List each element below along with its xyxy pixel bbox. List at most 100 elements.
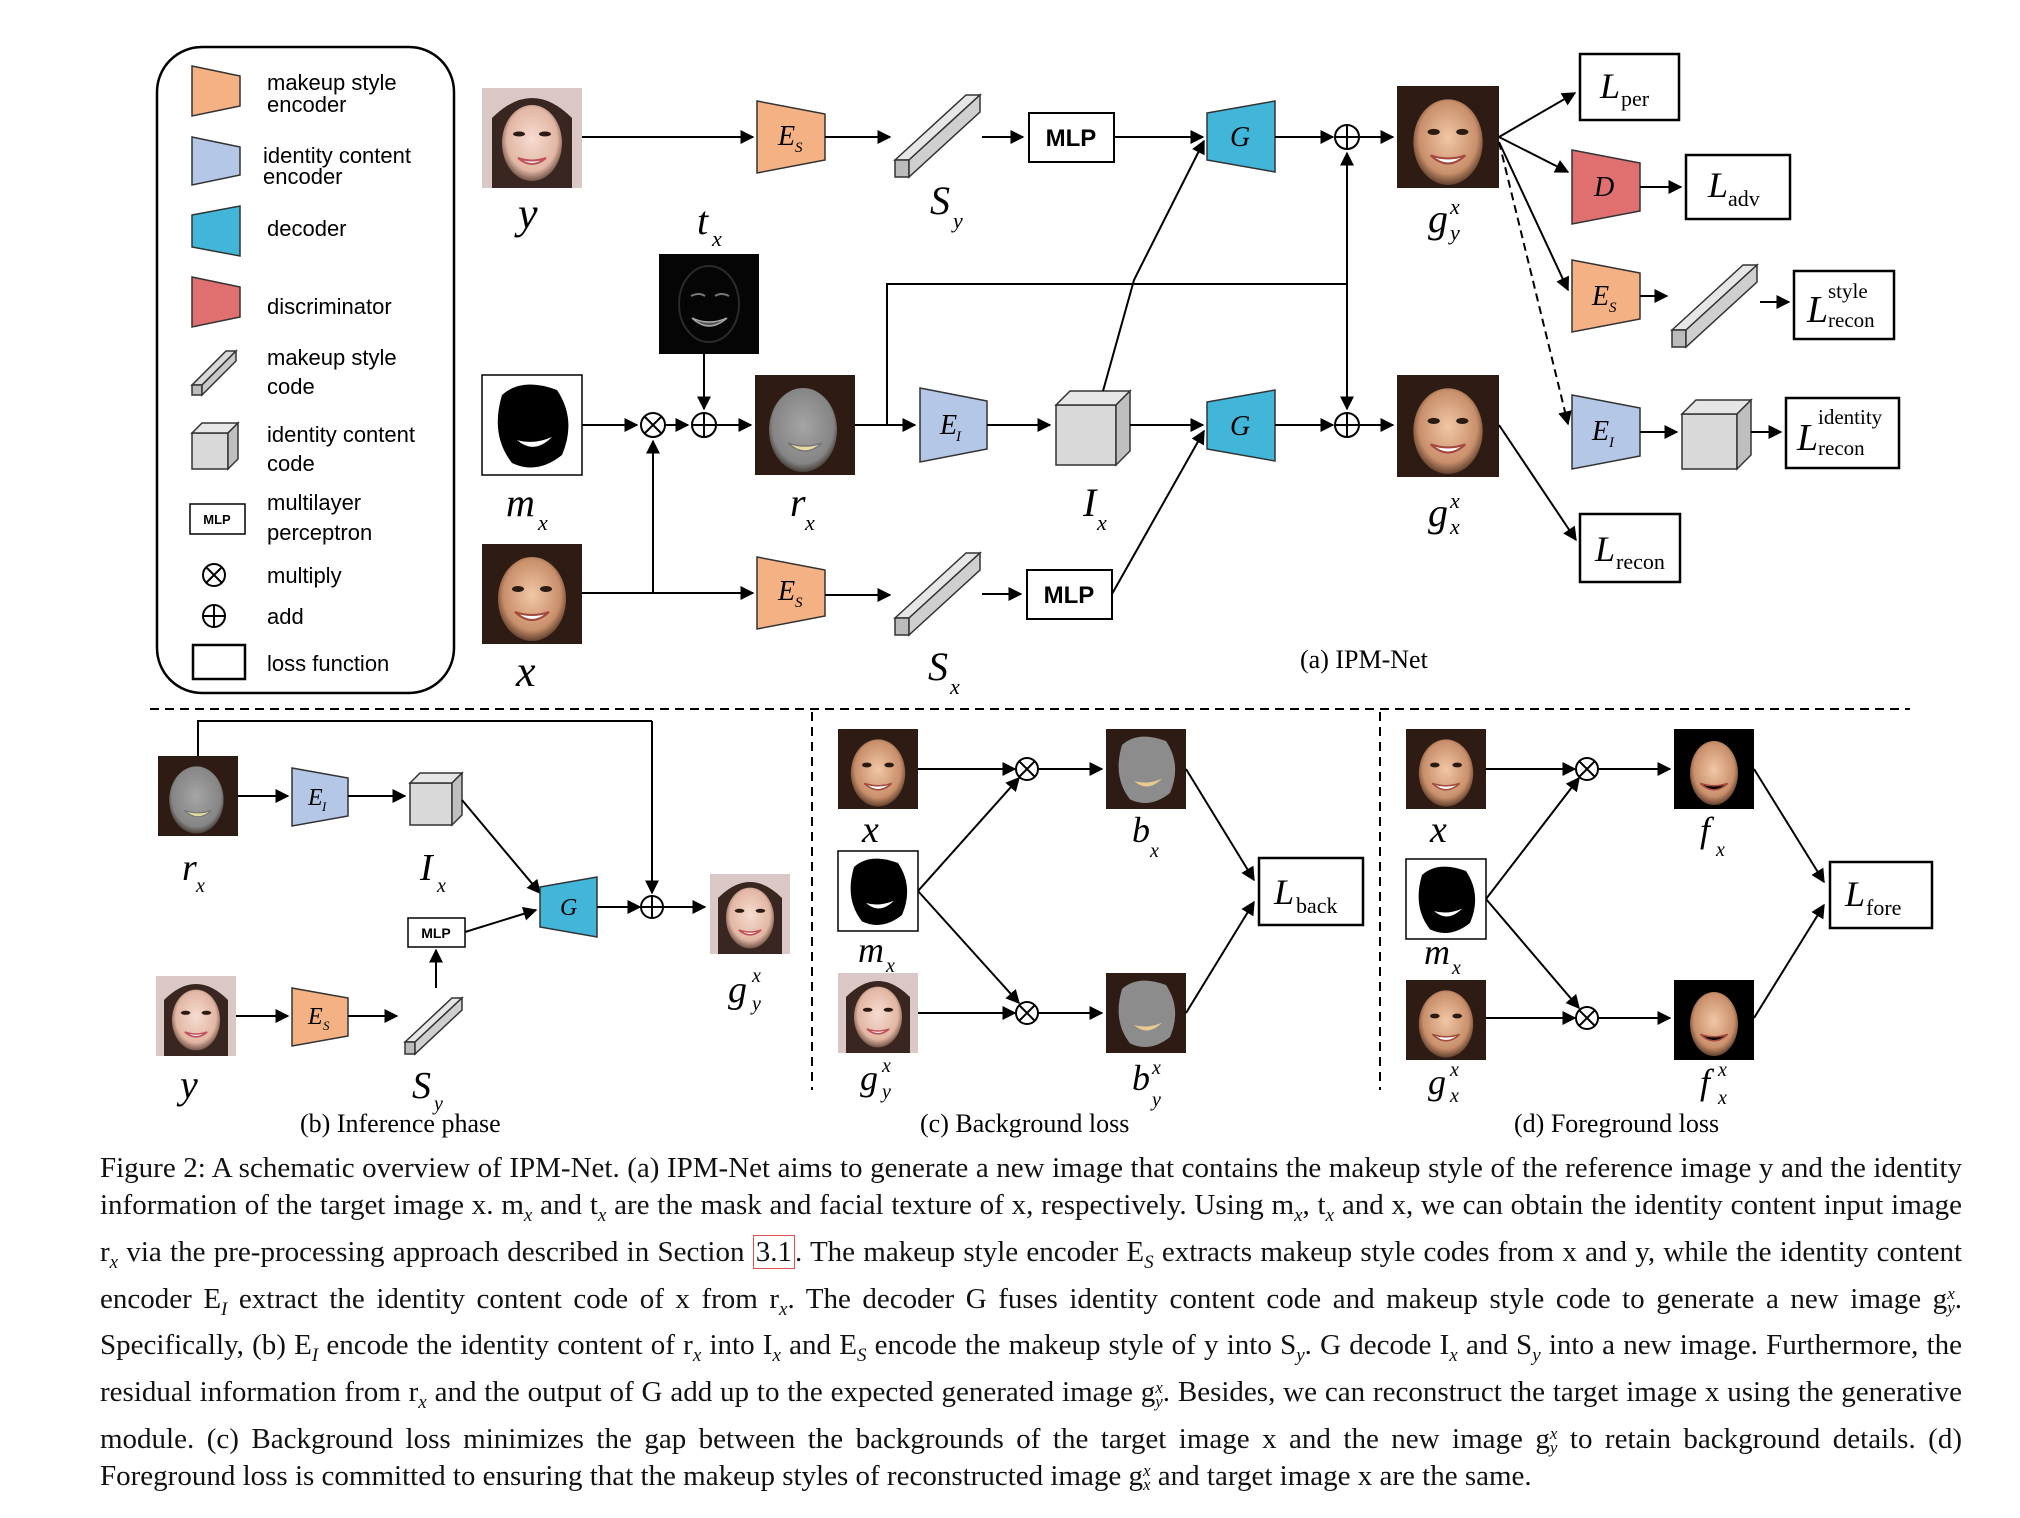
caption-text: to retain background details. (d) Foregr…	[100, 1422, 1962, 1492]
label-mx-sub: x	[885, 955, 895, 977]
loss-l: L	[1594, 529, 1615, 569]
add-icon	[202, 604, 226, 628]
multiply-node	[1575, 1006, 1599, 1030]
legend-label: identity content	[267, 422, 415, 447]
loss-adv-sub: adv	[1728, 186, 1760, 211]
es-label: E	[307, 1004, 323, 1030]
caption-text: . Specifically, (b) E	[100, 1282, 1962, 1362]
subfig-title-d: (d) Foreground loss	[1514, 1109, 1719, 1138]
label-sx: S	[928, 644, 948, 689]
caption-superscript: x	[1142, 1461, 1151, 1481]
mlp-block-bottom	[1026, 569, 1113, 620]
label-gyx-sub: y	[750, 993, 761, 1015]
loss-function-icon	[191, 643, 247, 681]
label-rx: r	[790, 480, 806, 525]
multiply-node	[1575, 757, 1599, 781]
es-label: E	[777, 576, 795, 607]
style-encoder-block	[756, 100, 826, 174]
label-gyx-sup: x	[751, 965, 761, 987]
es-sub: S	[795, 595, 803, 611]
caption-subscript: S	[1144, 1251, 1154, 1273]
image-gxx	[1397, 375, 1499, 477]
caption-text: and target image x are the same.	[1150, 1459, 1532, 1492]
caption-subscript: x	[1294, 1204, 1303, 1226]
es-sub: S	[1609, 300, 1617, 316]
loss-l: L	[1599, 66, 1620, 106]
image-rx	[755, 375, 855, 475]
label-tx-sub: x	[711, 226, 722, 251]
ei-sub: I	[955, 429, 962, 445]
identity-code-ix	[1054, 389, 1132, 467]
loss-recon-sub: recon	[1616, 549, 1665, 574]
label-x: x	[515, 647, 536, 696]
label-gxx: g	[1428, 490, 1448, 535]
add-node-mid	[1334, 412, 1360, 438]
label-fxx-sup: x	[1717, 1059, 1727, 1081]
caption-text: . Besides, we can reconstruct the target…	[100, 1376, 1962, 1455]
caption-text: , t	[1302, 1189, 1326, 1221]
caption-text: extracts makeup style codes from x and y…	[100, 1235, 1962, 1315]
caption-subscript: y	[1532, 1345, 1541, 1367]
label-gxx-sup: x	[1449, 1059, 1459, 1081]
caption-superscript: x	[1155, 1377, 1163, 1397]
mlp-label: MLP	[1046, 125, 1097, 152]
legend-label: makeup style	[267, 70, 397, 95]
section-reference-link[interactable]: 3.1	[752, 1234, 795, 1269]
image-mx	[1406, 859, 1486, 939]
label-mx: m	[858, 930, 884, 970]
caption-text: encode the identity content of r	[318, 1329, 693, 1362]
ei-label: E	[939, 410, 957, 441]
caption-subscript: x	[1142, 1475, 1151, 1495]
decoder-block-mid	[1206, 389, 1276, 462]
add-node-rx	[691, 412, 717, 438]
es-label: E	[1591, 281, 1609, 312]
label-tx: t	[697, 198, 709, 243]
caption-subscript: x	[523, 1204, 533, 1226]
image-y	[482, 88, 582, 188]
label-byx-sub: y	[1150, 1089, 1161, 1111]
loss-recon	[1578, 512, 1682, 584]
subfigure-d: x m x g x x f x f x x L fore (d) Foregro…	[1405, 729, 1934, 1138]
caption-text: and S	[1457, 1329, 1533, 1362]
image-gyx	[838, 973, 918, 1053]
subfig-title-c: (c) Background loss	[920, 1109, 1129, 1138]
loss-style-sup: style	[1828, 279, 1868, 303]
style-code-sy	[403, 996, 464, 1056]
style-code-icon	[190, 349, 238, 397]
identity-code-icon	[190, 421, 240, 471]
subfigure-c: x m x g x y b x b x y L back (c) Backgro…	[837, 729, 1365, 1138]
loss-adv	[1684, 153, 1792, 221]
mlp-label: MLP	[421, 925, 451, 941]
caption-text: encode the makeup style of y into S	[866, 1329, 1297, 1362]
image-gyx	[1397, 86, 1499, 188]
caption-subscript: x	[692, 1345, 702, 1367]
legend-label: encoder	[263, 164, 343, 189]
image-mx	[482, 375, 582, 475]
caption-subscript: x	[418, 1391, 427, 1413]
loss-l: L	[1844, 874, 1865, 914]
caption-text: extract the identity content code of x f…	[227, 1282, 780, 1315]
caption-text: and E	[780, 1329, 857, 1362]
caption-subscript: y	[1296, 1345, 1305, 1367]
g-label: G	[1230, 411, 1250, 442]
loss-recon-sub: recon	[1828, 308, 1875, 332]
label-y: y	[514, 189, 538, 238]
loss-fore	[1828, 860, 1934, 930]
label-gxx-sup: x	[1449, 488, 1460, 513]
image-tx	[659, 254, 759, 354]
multiply-node	[1015, 1001, 1039, 1025]
ei-sub: I	[321, 799, 327, 814]
caption-text: Figure 2: A schematic overview of IPM-Ne…	[100, 1152, 1962, 1221]
label-gyx: g	[1428, 196, 1448, 241]
label-gyx-sup: x	[881, 1055, 891, 1077]
label-gyx: g	[860, 1058, 878, 1098]
decoder-block	[539, 876, 598, 938]
image-x	[838, 729, 918, 809]
caption-text: and the output of G add up to the expect…	[426, 1376, 1156, 1409]
label-byx-sup: x	[1151, 1057, 1161, 1079]
es-sub: S	[795, 140, 803, 156]
caption-subscript: x	[772, 1345, 781, 1367]
image-rx	[158, 756, 238, 836]
loss-l: L	[1806, 289, 1828, 331]
label-gyx: g	[728, 969, 747, 1011]
